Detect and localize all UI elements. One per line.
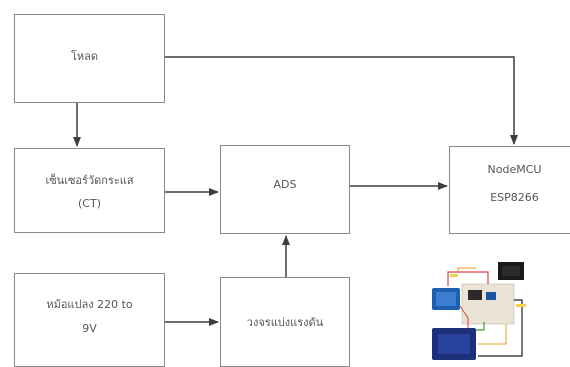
transformer-box: หม้อแปลง 220 to 9V	[14, 273, 165, 367]
circuit-wiring-photo	[428, 260, 528, 365]
current-sensor-label: เซ็นเซอร์วัดกระแส	[45, 174, 134, 187]
voltage-divider-box: วงจรแบ่งแรงดัน	[220, 277, 350, 367]
current-sensor-sublabel: (CT)	[78, 197, 101, 210]
transformer-sublabel: 9V	[82, 322, 97, 335]
load-box: โหลด	[14, 14, 165, 103]
arrow-load-to-mcu	[165, 56, 518, 145]
transformer-label: หม้อแปลง 220 to	[46, 298, 133, 311]
current-sensor-box: เซ็นเซอร์วัดกระแส (CT)	[14, 148, 165, 233]
mcu-box: NodeMCU ESP8266	[449, 146, 570, 234]
load-label: โหลด	[70, 50, 99, 63]
mcu-label: NodeMCU	[487, 163, 542, 176]
ads-label: ADS	[273, 178, 297, 191]
ads-box: ADS	[220, 145, 350, 234]
voltage-divider-label: วงจรแบ่งแรงดัน	[246, 316, 324, 329]
mcu-sublabel: ESP8266	[490, 191, 539, 204]
